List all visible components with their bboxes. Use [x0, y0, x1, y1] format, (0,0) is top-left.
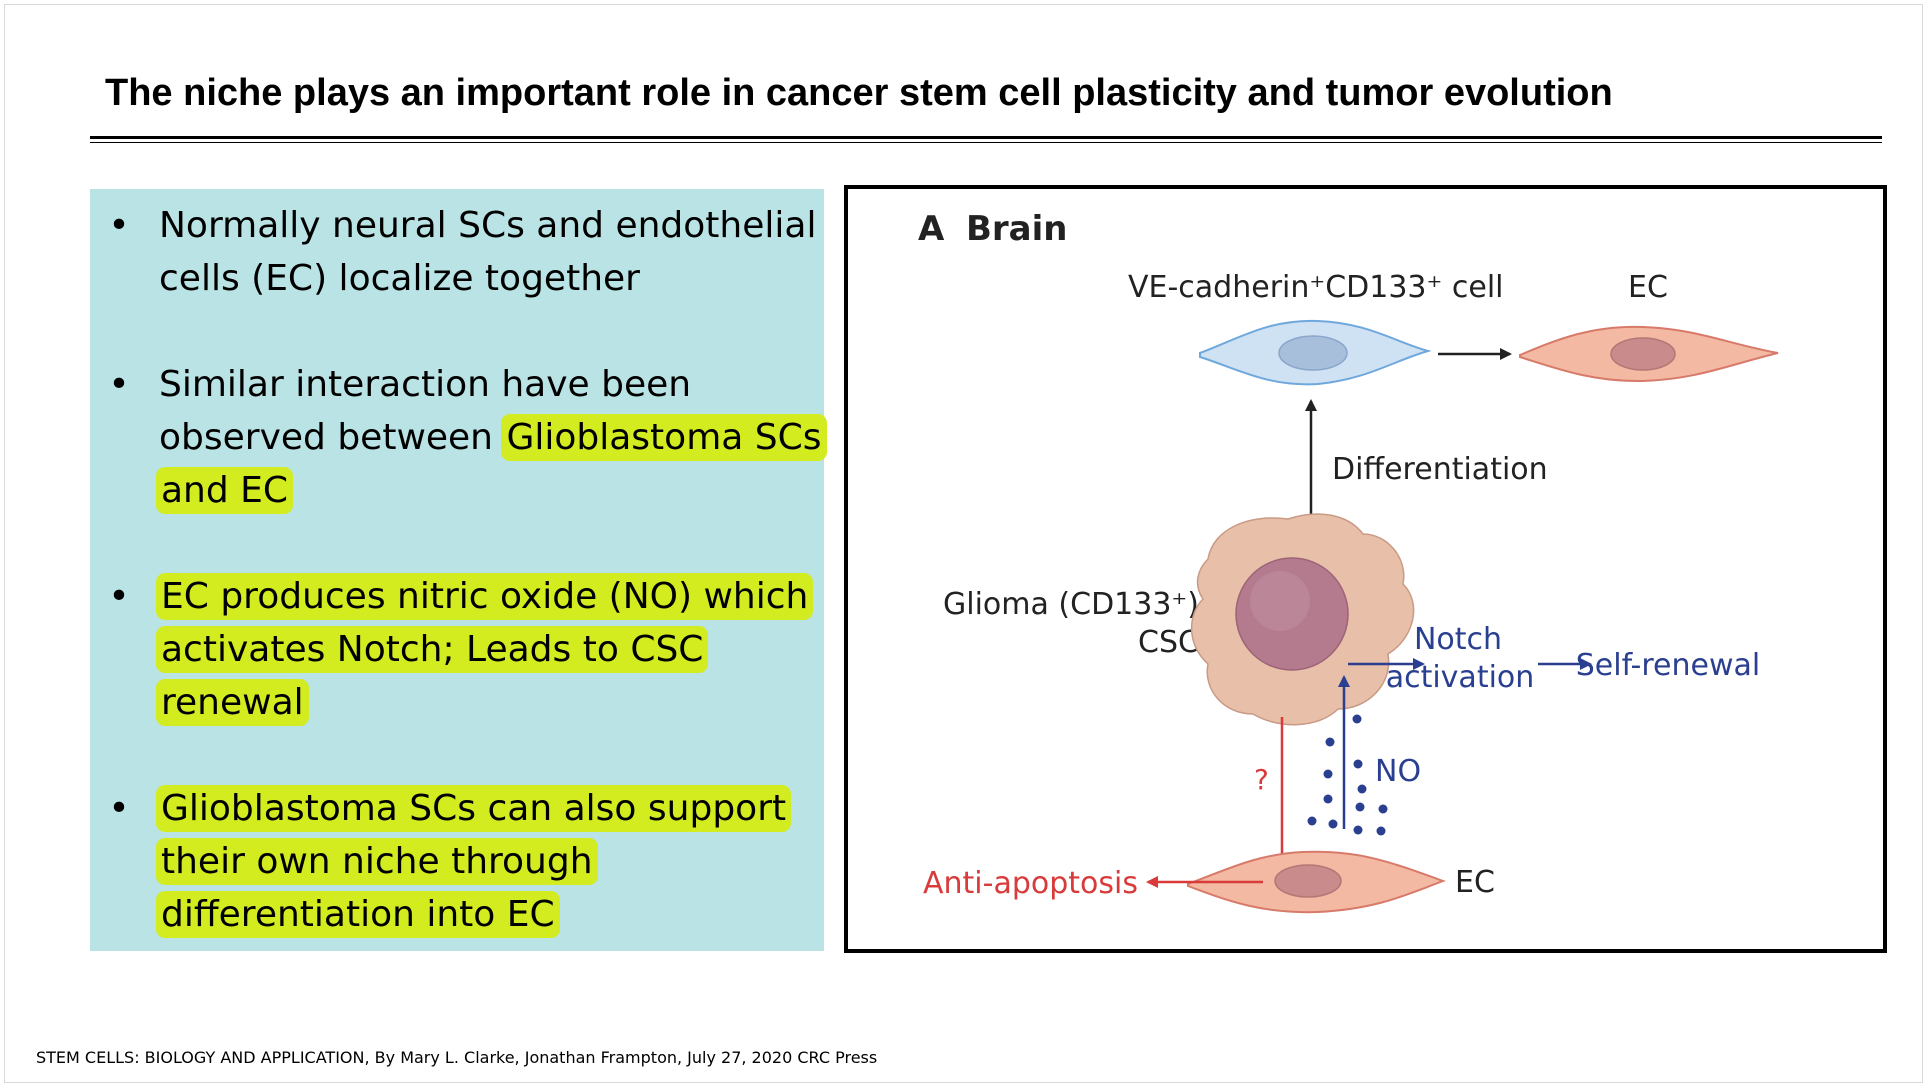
unknown-signal-mark: ? — [1254, 763, 1269, 796]
brain-niche-figure: A Brain VE-cadherin⁺CD133⁺ cell EC Diffe… — [844, 185, 1887, 953]
ec-bottom-label: EC — [1455, 865, 1495, 900]
text-highlight: and EC — [159, 470, 291, 511]
bullet-line: Similar interaction have been — [159, 358, 819, 411]
text-highlight: Glioblastoma SCs can also support — [159, 788, 789, 829]
bullet-line: renewal — [159, 676, 819, 729]
ec-bottom-nucleus — [1274, 864, 1342, 898]
bullet-text: Similar interaction have been observed b… — [159, 358, 824, 517]
bullet-dot: • — [108, 364, 130, 405]
no-molecules — [1307, 714, 1388, 836]
differentiation-label: Differentiation — [1332, 452, 1548, 487]
bullet-line: EC produces nitric oxide (NO) which — [159, 570, 819, 623]
bullet-text: Glioblastoma SCs can also support their … — [159, 782, 819, 941]
ve-cell-label: VE-cadherin⁺CD133⁺ cell — [1128, 270, 1504, 305]
bullet-dot: • — [108, 576, 130, 617]
bullet-text: EC produces nitric oxide (NO) which acti… — [159, 570, 819, 729]
citation-footer: STEM CELLS: BIOLOGY AND APPLICATION, By … — [36, 1048, 878, 1067]
no-label: NO — [1375, 754, 1421, 789]
panel-title: Brain — [966, 209, 1068, 249]
text-highlight: their own niche through — [159, 841, 595, 882]
text-plain: Similar interaction have been — [159, 364, 692, 405]
text-plain: cells (EC) localize together — [159, 258, 640, 299]
slide-title: The niche plays an important role in can… — [105, 72, 1613, 114]
panel-letter: A — [918, 209, 945, 249]
title-divider — [90, 136, 1882, 143]
text-highlight: EC produces nitric oxide (NO) which — [159, 576, 811, 617]
text-highlight: differentiation into EC — [159, 894, 557, 935]
self-renewal-label: Self-renewal — [1576, 648, 1760, 683]
text-highlight: activates Notch; Leads to CSC — [159, 629, 706, 670]
bullet-line: their own niche through — [159, 835, 819, 888]
ve-cell-nucleus — [1278, 335, 1348, 371]
bullet-line: Normally neural SCs and endothelial — [159, 199, 819, 252]
anti-apoptosis-label: Anti-apoptosis — [923, 866, 1138, 901]
glioma-label: Glioma (CD133⁺) — [943, 587, 1199, 622]
csc-label: CSC — [1138, 625, 1199, 660]
niche-diagram: A Brain VE-cadherin⁺CD133⁺ cell EC Diffe… — [918, 209, 1779, 914]
bullet-panel: • Normally neural SCs and endothelial ce… — [90, 189, 824, 951]
text-plain: Normally neural SCs and endothelial — [159, 205, 817, 246]
ec-top-nucleus — [1610, 337, 1676, 371]
csc-nucleus-shade — [1250, 571, 1310, 631]
bullet-text: Normally neural SCs and endothelial cell… — [159, 199, 819, 305]
notch-label: Notch — [1414, 622, 1502, 657]
text-plain: observed between — [159, 417, 505, 458]
activation-label: activation — [1386, 660, 1535, 695]
bullet-line: observed between Glioblastoma SCs — [159, 411, 824, 464]
bullet-dot: • — [108, 205, 130, 246]
bullet-line: cells (EC) localize together — [159, 252, 819, 305]
text-highlight: renewal — [159, 682, 306, 723]
bullet-line: Glioblastoma SCs can also support — [159, 782, 819, 835]
bullet-line: activates Notch; Leads to CSC — [159, 623, 819, 676]
slide-frame — [4, 4, 1923, 1083]
ec-top-label: EC — [1628, 270, 1668, 305]
bullet-line: differentiation into EC — [159, 888, 819, 941]
bullet-dot: • — [108, 788, 130, 829]
text-highlight: Glioblastoma SCs — [504, 417, 824, 458]
bullet-line: and EC — [159, 464, 819, 517]
